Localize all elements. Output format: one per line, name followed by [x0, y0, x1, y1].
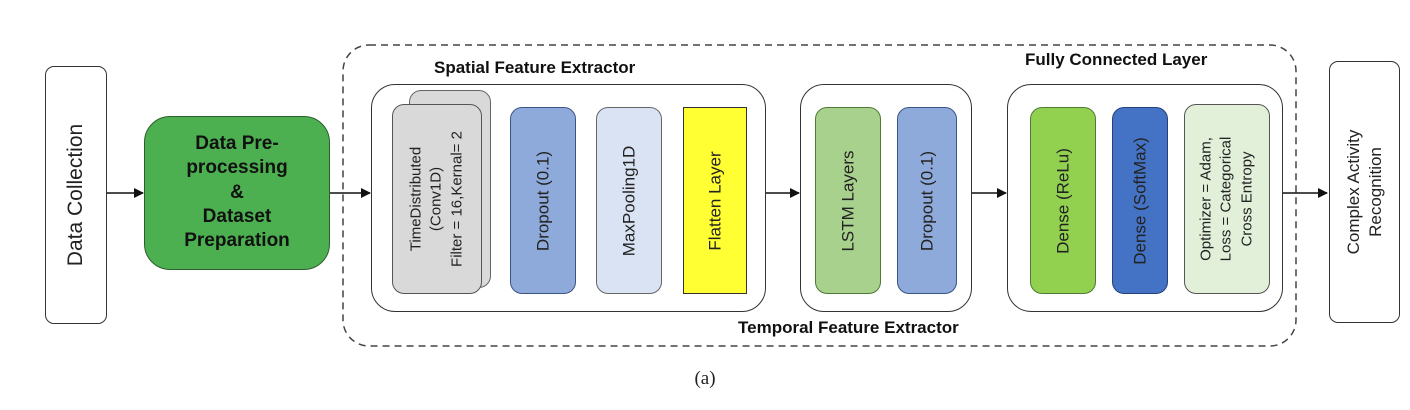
dense-softmax-label: Dense (SoftMax)	[1130, 136, 1150, 265]
preprocessing-label-line-4: Dataset	[202, 206, 272, 228]
data-collection-block: Data Collection	[45, 66, 107, 324]
dense-relu-block: Dense (ReLu)	[1030, 107, 1096, 294]
preprocessing-block: Data Pre- processing & Dataset Preparati…	[144, 116, 330, 270]
fully-connected-group-title: Fully Connected Layer	[1025, 50, 1208, 69]
dashed-outline	[342, 44, 1297, 347]
preprocessing-label-line-1: Data Pre-	[195, 133, 279, 155]
time-distributed-line-2: (Conv1D)	[427, 166, 445, 232]
optimizer-line-1: Optimizer = Adam,	[1197, 137, 1215, 261]
time-distributed-block: TimeDistributed (Conv1D) Filter = 16,Ker…	[392, 104, 482, 294]
preprocessing-label-line-3: &	[230, 181, 244, 203]
temporal-group-title: Temporal Feature Extractor	[738, 318, 959, 337]
dropout-block-1: Dropout (0.1)	[510, 107, 576, 294]
output-block: Complex Activity Recognition	[1329, 61, 1400, 323]
spatial-group-title: Spatial Feature Extractor	[434, 58, 636, 77]
maxpooling-label: MaxPooling1D	[619, 145, 639, 256]
output-line-1: Complex Activity	[1343, 129, 1363, 255]
dropout-label-2: Dropout (0.1)	[917, 150, 937, 251]
lstm-block: LSTM Layers	[815, 107, 881, 294]
time-distributed-line-1: TimeDistributed	[407, 146, 425, 252]
dense-softmax-block: Dense (SoftMax)	[1112, 107, 1168, 294]
figure-caption: (a)	[694, 368, 716, 389]
output-line-2: Recognition	[1365, 147, 1385, 237]
flatten-block: Flatten Layer	[683, 107, 747, 294]
lstm-label: LSTM Layers	[838, 149, 858, 252]
optimizer-line-3: Cross Entropy	[1238, 151, 1256, 247]
maxpooling-block: MaxPooling1D	[596, 107, 662, 294]
preprocessing-label-line-5: Preparation	[184, 230, 290, 252]
flatten-label: Flatten Layer	[705, 150, 725, 251]
time-distributed-line-3: Filter = 16,Kernal= 2	[448, 131, 466, 267]
data-collection-label: Data Collection	[63, 123, 87, 267]
dropout-label-1: Dropout (0.1)	[533, 150, 553, 251]
dropout-block-2: Dropout (0.1)	[897, 107, 957, 294]
preprocessing-label-line-2: processing	[186, 157, 288, 179]
optimizer-block: Optimizer = Adam, Loss = Categorical Cro…	[1184, 104, 1270, 294]
optimizer-line-2: Loss = Categorical	[1217, 136, 1235, 262]
dense-relu-label: Dense (ReLu)	[1053, 147, 1073, 254]
